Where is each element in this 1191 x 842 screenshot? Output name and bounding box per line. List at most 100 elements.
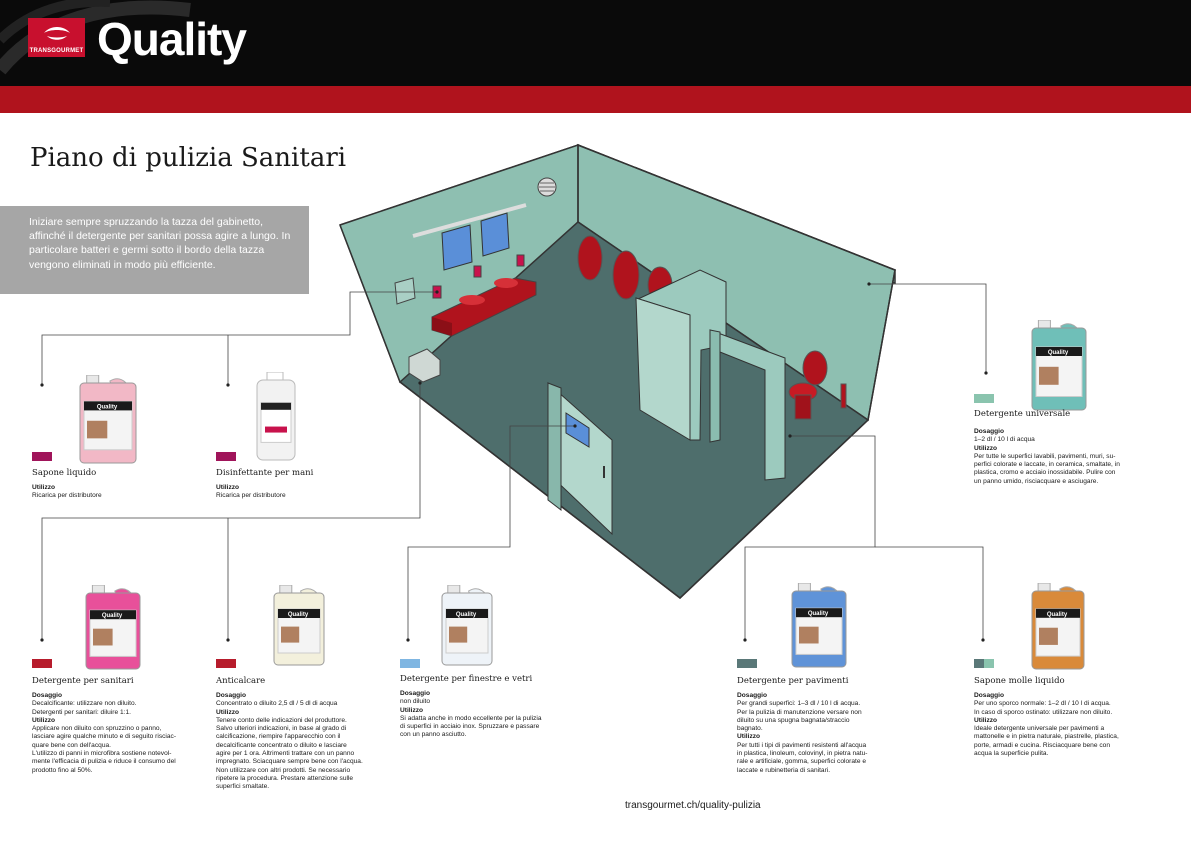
product-name: Anticalcare [216,676,266,686]
product-bottle-icon: Quality [79,375,137,464]
description-label: Dosaggio [974,692,1005,699]
description-label: Dosaggio [400,690,431,697]
product-name: Sapone liquido [32,468,97,478]
header-red-band [0,86,1191,113]
description-line: Tenere conto delle indicazioni del produ… [216,716,347,724]
product-name: Detergente per finestre e vetri [400,674,533,684]
description-line: Per grandi superfici: 1–3 dl / 10 l di a… [737,700,861,708]
svg-text:Quality: Quality [288,612,309,618]
color-swatch [974,659,994,668]
footer-url[interactable]: transgourmet.ch/quality-pulizia [625,800,761,811]
product-name: Detergente per sanitari [32,676,134,686]
intro-text: Iniziare sempre spruzzando la tazza del … [29,216,291,271]
description-line: in plastica, linoleum, colovinyl, in pie… [737,750,868,758]
svg-text:Quality: Quality [97,404,118,410]
transgourmet-logo[interactable]: TRANSGOURMET [28,18,85,57]
description-line: non diluito [400,698,431,706]
description-line: L'utilizzo di panni in microfibra sostie… [32,750,172,758]
mirror-right [480,212,510,257]
description-line: calcificazione, riempire l'apparecchio c… [216,733,341,741]
description-line: plastica, cromo e acciaio inossidabile. … [974,469,1116,477]
svg-text:Quality: Quality [1047,612,1068,618]
product-name: Detergente per pavimenti [737,676,849,686]
description-line: Ricarica per distributore [216,492,286,500]
product-bottle-icon [256,372,296,461]
description-label: Dosaggio [32,692,63,699]
description-line: decalcificante concentrato o diluito e l… [216,741,347,749]
brand-title: Quality [97,13,247,65]
paper-towel-dispenser [394,277,416,305]
description-line: porte, armadi e cucina. Risciacquare ben… [974,741,1110,749]
description-line: Decalcificante: utilizzare non diluito. [32,700,137,708]
product-bottle-icon: Quality [273,585,325,666]
description-line: lasciare agire qualche minuto e di segui… [32,733,177,741]
product-bottle-icon: Quality [441,585,493,666]
description-line: con un panno asciutto. [400,731,467,739]
product-bottle-icon: Quality [1031,320,1087,411]
svg-text:Quality: Quality [102,613,123,619]
description-line: 1–2 dl / 10 l di acqua [974,436,1035,444]
product-bottle-icon: Quality [791,583,847,668]
description-line: Concentrato o diluito 2,5 dl / 5 dl di a… [216,700,338,708]
description-line: Ricarica per distributore [32,492,102,500]
description-line: laccate e rubinetteria di sanitari. [737,766,831,774]
description-label: Utilizzo [32,716,56,724]
color-swatch [400,659,420,668]
color-swatch [974,394,994,403]
description-line: ripetere la procedura. Prestare attenzio… [216,774,354,782]
product-bottle-icon: Quality [1031,583,1085,670]
description-label: Utilizzo [32,484,56,491]
mirror-left [441,224,473,271]
description-line: mente l'efficacia di pulizia e riduce il… [32,758,176,766]
description-line: Per tutti i tipi di pavimenti resistenti… [737,741,867,749]
logo-text: TRANSGOURMET [29,48,84,54]
description-line: rale e artificiale, gomma, superfici col… [737,758,866,766]
toilet-brush [840,383,847,409]
description-line: superfici smaltate. [216,783,270,791]
description-label: Utilizzo [737,733,761,741]
description-line: Si adatta anche in modo eccellente per l… [400,714,542,722]
product-bottle-icon: Quality [85,585,141,670]
urinal [577,235,603,281]
waste-bin [408,348,441,383]
description-line: Applicare non diluito con spruzzino o pa… [32,725,162,733]
description-label: Dosaggio [737,692,768,699]
description-line: prodotto fino al 50%. [32,766,93,774]
description-line: perfici colorate e laccate, in ceramica,… [974,461,1120,469]
color-swatch [216,659,236,668]
description-label: Utilizzo [216,708,240,716]
description-line: Non utilizzare con altri prodotti. Se ne… [216,766,351,774]
description-line: bagnato. [737,725,763,733]
logo-mark-icon [44,27,70,40]
svg-text:Quality: Quality [456,612,477,618]
description-line: diluito su una spugna bagnata/straccio [737,716,850,724]
svg-text:Quality: Quality [808,611,829,617]
color-swatch [737,659,757,668]
description-line: di superfici in acciaio inox. Spruzzare … [400,723,540,731]
description-label: Utilizzo [400,706,424,714]
description-line: Detergenti per sanitari: diluire 1:1. [32,708,131,716]
description-line: Per tutte le superfici lavabili, pavimen… [974,452,1116,460]
color-swatch [216,452,236,461]
color-swatch [32,659,52,668]
header-decoration [0,0,191,75]
product-name: Disinfettante per mani [216,468,314,478]
svg-text:Quality: Quality [1048,350,1069,356]
description-line: acqua la superficie pulita. [974,750,1049,758]
product-name: Sapone molle liquido [974,676,1065,686]
description-line: Per la pulizia di manutenzione versare n… [737,708,862,716]
description-line: un panno umido, risciacquare e asciugare… [974,477,1099,485]
description-label: Utilizzo [216,484,240,491]
product-name: Detergente universale [974,409,1071,419]
description-label: Utilizzo [974,716,998,724]
description-line: agire per 1 ora. Altrimenti trattare con… [216,750,355,758]
header-bar: TRANSGOURMET Quality [0,0,1191,86]
